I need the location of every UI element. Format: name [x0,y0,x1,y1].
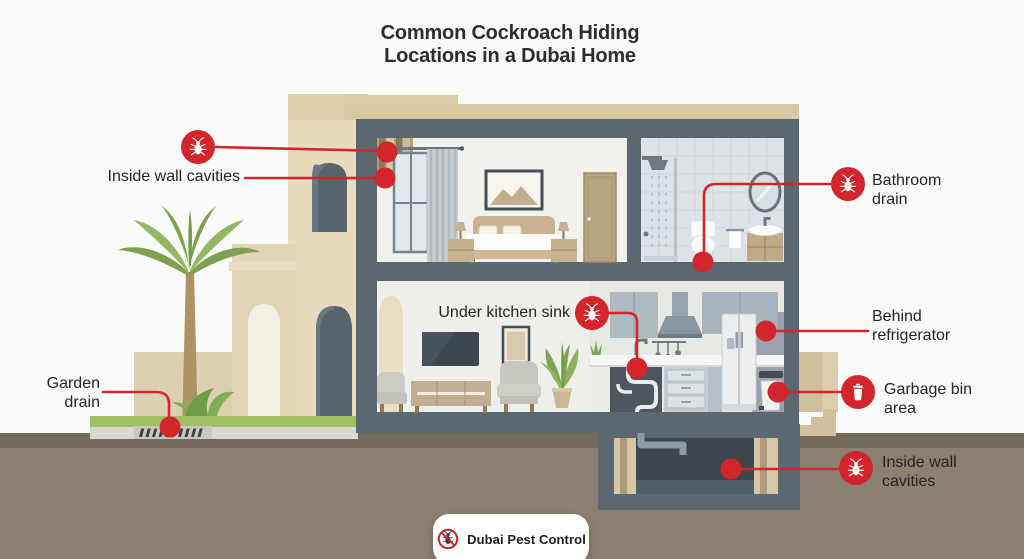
house-frame [356,119,799,433]
basement [598,424,800,510]
shower [642,156,678,262]
utensil-rail [652,341,686,361]
marker-under-kitchen-sink [575,296,609,330]
vanity-sink [747,217,783,261]
garden-bush [172,388,234,416]
palm-tree [118,206,260,430]
callout-line-wall-top-a [213,145,389,153]
basement-pipe [637,424,687,455]
location-dot-garbage-bin [767,381,789,403]
nightstand-left [448,222,474,262]
kitchen-drawers [664,367,722,412]
brand-logo-pill: Dubai Pest Control [433,514,589,559]
location-dot-wall-top-b [374,167,396,189]
lounge-chair [497,361,541,412]
picture-frame-bedroom [484,169,544,211]
bedroom-door [583,172,617,263]
bedroom-window [392,151,430,254]
page-title-line1: Common Cockroach Hiding [380,22,640,44]
potted-plant [540,342,579,408]
bathroom [641,138,784,262]
page-title-line2: Locations in a Dubai Home [384,45,636,67]
picture-frame-living [501,325,531,367]
tv-console [411,381,491,413]
towel-rail [726,229,744,249]
nightstand-right [551,222,577,262]
side-wall-steps [799,352,838,436]
callout-line-kitchen-sink [607,311,639,370]
location-dot-kitchen-sink [626,357,648,379]
callout-overlay [101,130,875,485]
brand-logo-text: Dubai Pest Control [467,531,586,547]
location-dot-refrigerator [755,320,777,342]
location-dot-garden-drain [159,416,181,438]
mirror [748,171,782,213]
callout-label-under-kitchen-sink: Under kitchen sink [438,304,570,321]
callout-label-garden-drain: Garden drain [46,375,100,411]
marker-garbage-bin-area [841,375,875,409]
marker-wall-cavities-basement [839,451,873,485]
callout-label-wall-cavities-top: Inside wall cavities [107,168,241,185]
callout-label-garbage-bin-area: Garbage bin area [884,381,973,417]
basement-wall-cavity-left [614,438,636,494]
no-cockroach-icon [437,528,459,550]
location-dot-basement [720,458,742,480]
basement-wall-cavity-right [754,438,778,494]
callout-line-garden [101,390,171,429]
wall-tv [422,332,479,366]
page-title: Common Cockroach Hiding Locations in a D… [310,22,710,68]
location-dot-wall-top-a [376,141,398,163]
garden-lawn [90,416,366,439]
armchair-left [377,372,407,412]
callout-line-bathroom [702,182,833,264]
refrigerator [721,313,757,411]
bedroom [377,138,627,263]
left-building [229,95,368,436]
marker-wall-cavities-top [181,130,215,164]
location-dot-bathroom-drain [692,251,714,273]
callout-label-bathroom-drain: Bathroom drain [872,172,942,208]
callout-label-wall-cavities-basement: Inside wall cavities [882,454,957,490]
marker-bathroom-drain [831,167,865,201]
bed [467,216,561,263]
house-parapet [288,94,799,120]
callout-label-behind-refrigerator: Behind refrigerator [872,308,951,344]
range-hood [658,292,702,338]
